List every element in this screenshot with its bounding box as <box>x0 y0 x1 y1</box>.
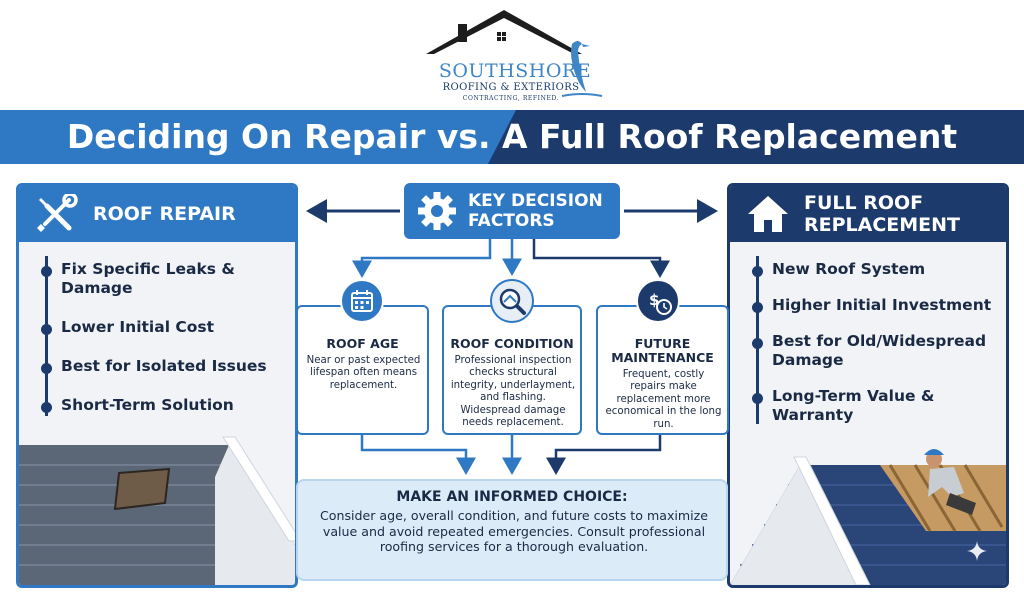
full-replacement-title: FULL ROOF REPLACEMENT <box>804 192 961 236</box>
bullet-dot <box>752 302 763 313</box>
page-title: Deciding On Repair vs. A Full Roof Repla… <box>66 117 958 156</box>
full-replacement-panel: FULL ROOF REPLACEMENT New Roof System Hi… <box>727 183 1009 588</box>
replacement-item: New Roof System <box>772 260 926 278</box>
replacement-item: Higher Initial Investment <box>772 296 992 314</box>
company-logo: SOUTHSHORE ROOFING & EXTERIORS CONTRACTI… <box>412 4 612 104</box>
replacement-item: Best for Old/Widespread Damage <box>772 332 987 369</box>
logo-name: SOUTHSHORE <box>438 60 592 82</box>
bullet-dot <box>752 266 763 277</box>
repair-item: Best for Isolated Issues <box>61 357 267 375</box>
roof-replacement-illustration <box>730 449 1006 585</box>
bullet-dot <box>41 402 52 413</box>
magnifier-icon <box>490 279 534 323</box>
calendar-icon <box>340 279 384 323</box>
roof-condition-text: Professional inspection checks structura… <box>450 355 576 429</box>
future-maintenance-card: FUTURE MAINTENANCE Frequent, costly repa… <box>596 305 729 435</box>
logo-tagline: CONTRACTING, REFINED. <box>462 95 560 102</box>
svg-text:$: $ <box>649 291 659 309</box>
sparkle-icon <box>967 541 987 561</box>
informed-choice-box: MAKE AN INFORMED CHOICE: Consider age, o… <box>296 479 728 581</box>
full-replacement-header: FULL ROOF REPLACEMENT <box>730 186 1006 242</box>
roof-age-title: ROOF AGE <box>326 336 399 351</box>
roof-age-card: ROOF AGE Near or past expected lifespan … <box>296 305 429 435</box>
logo-house-icon <box>426 10 603 97</box>
bullet-dot <box>41 363 52 374</box>
roof-repair-title: ROOF REPAIR <box>93 203 236 225</box>
gear-icon <box>418 192 456 230</box>
tools-icon <box>37 194 78 232</box>
bullet-dot <box>752 338 763 349</box>
roof-repair-header: ROOF REPAIR <box>19 186 295 242</box>
repair-item: Lower Initial Cost <box>61 318 215 336</box>
bullet-dot <box>41 266 52 277</box>
key-decision-factors-header: KEY DECISION FACTORS <box>404 183 620 239</box>
future-maintenance-title: FUTURE MAINTENANCE <box>611 336 714 365</box>
roof-condition-card: ROOF CONDITION Professional inspection c… <box>442 305 582 435</box>
informed-choice-title: MAKE AN INFORMED CHOICE: <box>396 489 628 505</box>
roof-age-text: Near or past expected lifespan often mea… <box>306 355 421 391</box>
roof-repair-panel: ROOF REPAIR Fix Specific Leaks & Damage … <box>16 183 298 588</box>
repair-item: Short-Term Solution <box>61 396 234 414</box>
roof-repair-illustration <box>19 436 295 585</box>
banner-left-band <box>0 110 520 164</box>
replacement-item: Long-Term Value & Warranty <box>772 387 935 424</box>
informed-choice-text: Consider age, overall condition, and fut… <box>319 508 709 554</box>
future-maintenance-text: Frequent, costly repairs make replacemen… <box>605 369 722 430</box>
bullet-dot <box>752 393 763 404</box>
key-decision-factors-title: KEY DECISION FACTORS <box>468 191 603 231</box>
logo-subtitle: ROOFING & EXTERIORS <box>442 82 580 93</box>
bullet-dot <box>41 324 52 335</box>
house-icon <box>748 196 788 232</box>
bullet-rail <box>45 256 48 416</box>
roof-condition-title: ROOF CONDITION <box>450 336 574 351</box>
dollar-clock-icon: $ <box>636 279 680 323</box>
repair-item: Fix Specific Leaks & Damage <box>61 260 235 297</box>
banner-right-band <box>488 110 1024 164</box>
title-banner: Deciding On Repair vs. A Full Roof Repla… <box>0 110 1024 164</box>
